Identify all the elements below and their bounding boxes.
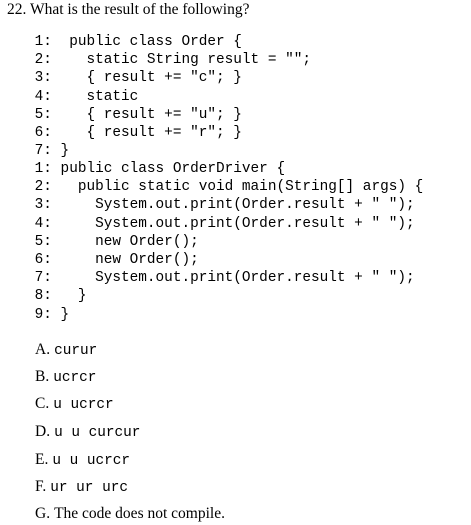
code-text: { result += "c"; } — [51, 70, 242, 87]
option-letter: A. — [35, 341, 51, 358]
code-text: } — [51, 306, 70, 323]
code-line: 1: public class OrderDriver { — [26, 161, 285, 178]
option-text: u ucrcr — [53, 397, 114, 413]
code-text: System.out.print(Order.result + " "); — [51, 270, 415, 287]
code-text: { result += "u"; } — [51, 106, 242, 123]
code-line: 6: { result += "r"; } — [26, 125, 242, 142]
line-number: 7: — [26, 143, 52, 160]
line-number: 6: — [26, 125, 52, 141]
line-number: 9: — [26, 306, 52, 323]
code-text: } — [51, 143, 70, 160]
line-number: 1: — [26, 34, 52, 50]
option-text: curur — [54, 343, 98, 359]
code-text: System.out.print(Order.result + " "); — [51, 215, 415, 232]
code-text: } — [51, 288, 87, 305]
code-line: 6: new Order(); — [26, 252, 199, 269]
line-number: 5: — [26, 106, 52, 123]
answer-option: A. curur — [35, 341, 97, 359]
code-line: 1: public class Order { — [26, 34, 242, 51]
code-line: 4: System.out.print(Order.result + " "); — [26, 216, 415, 233]
line-number: 3: — [26, 70, 52, 87]
code-line: 3: { result += "c"; } — [26, 70, 242, 87]
line-number: 7: — [26, 270, 52, 287]
line-number: 8: — [26, 288, 52, 305]
line-number: 6: — [26, 252, 52, 268]
line-number: 5: — [26, 233, 52, 250]
line-number: 2: — [26, 179, 52, 196]
code-line: 7: System.out.print(Order.result + " "); — [26, 270, 415, 287]
option-text: u u curcur — [54, 425, 141, 441]
option-letter: E. — [35, 451, 49, 468]
answer-option: G. The code does not compile. — [35, 505, 225, 523]
option-letter: G. — [35, 505, 51, 522]
option-text: ucrcr — [53, 370, 97, 386]
code-line: 2: public static void main(String[] args… — [26, 179, 424, 196]
code-line: 5: { result += "u"; } — [26, 107, 242, 124]
code-line: 9: } — [26, 306, 70, 324]
option-letter: D. — [35, 423, 51, 440]
line-number: 4: — [26, 215, 52, 232]
line-number: 2: — [26, 52, 52, 69]
code-text: { result += "r"; } — [51, 125, 242, 141]
question-heading: 22. What is the result of the following? — [7, 1, 250, 18]
code-text: static — [51, 88, 139, 105]
code-text: public class Order { — [51, 34, 242, 50]
option-letter: C. — [35, 395, 50, 412]
code-line: 8: } — [26, 288, 87, 305]
option-text: ur ur urc — [50, 480, 128, 496]
code-line: 2: static String result = ""; — [26, 52, 311, 69]
code-line: 7: } — [26, 143, 70, 160]
code-text: new Order(); — [51, 233, 199, 250]
code-text: static String result = ""; — [51, 52, 311, 69]
code-text: System.out.print(Order.result + " "); — [51, 197, 415, 214]
code-text: new Order(); — [51, 252, 199, 268]
code-text: public static void main(String[] args) { — [51, 179, 424, 196]
code-line: 5: new Order(); — [26, 234, 199, 251]
answer-option: B. ucrcr — [35, 368, 96, 386]
line-number: 1: — [26, 161, 52, 177]
option-text: The code does not compile. — [54, 505, 225, 522]
answer-option: C. u ucrcr — [35, 395, 114, 413]
code-line: 4: static — [26, 88, 139, 106]
code-text: public class OrderDriver { — [51, 161, 286, 177]
option-text: u u ucrcr — [52, 453, 131, 469]
line-number: 3: — [26, 197, 52, 214]
option-letter: F. — [35, 478, 47, 495]
option-letter: B. — [35, 368, 50, 385]
answer-option: F. ur ur urc — [35, 478, 128, 496]
line-number: 4: — [26, 88, 52, 105]
answer-option: E. u u ucrcr — [35, 451, 130, 469]
answer-option: D. u u curcur — [35, 423, 140, 441]
code-line: 3: System.out.print(Order.result + " "); — [26, 197, 415, 214]
